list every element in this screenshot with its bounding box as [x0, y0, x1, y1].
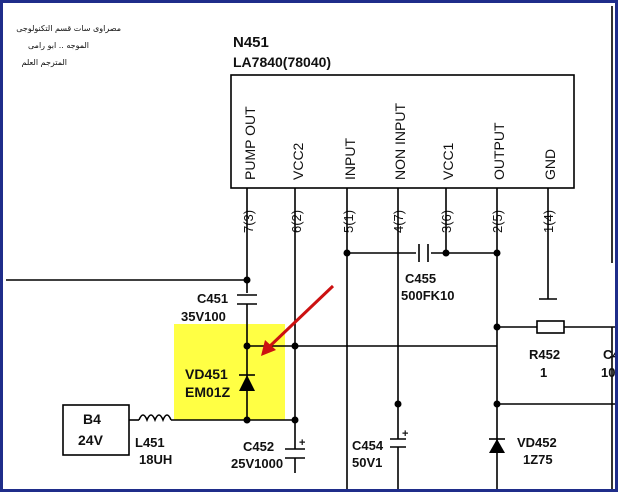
b4-value: 24V: [78, 432, 104, 448]
pin-name-vcc1: VCC1: [440, 142, 456, 180]
wires: [6, 6, 615, 489]
c-partial-ref: C4: [603, 347, 615, 362]
b4-ref: B4: [83, 411, 101, 427]
note-line-2: الموجه .. ابو رامى: [28, 41, 89, 50]
note-line-1: مصراوى سات قسم التكنولوجى: [16, 24, 121, 33]
pin-name-output: OUTPUT: [491, 122, 507, 180]
c-partial-value: 10: [601, 365, 615, 380]
red-arrow-icon: [261, 284, 335, 356]
c452-ref: C452: [243, 439, 274, 454]
l451-value: 18UH: [139, 452, 172, 467]
c452-value: 25V1000: [231, 456, 283, 471]
c454-ref: C454: [352, 438, 384, 453]
ic-part: LA7840(78040): [233, 54, 331, 70]
pin-name-non-input: NON INPUT: [392, 103, 408, 180]
pin-name-vcc2: VCC2: [290, 142, 306, 180]
c451-ref: C451: [197, 291, 228, 306]
schematic-diagram: مصراوى سات قسم التكنولوجى الموجه .. ابو …: [6, 6, 615, 489]
highlight-box: [174, 324, 285, 420]
pin-name-pump-out: PUMP OUT: [242, 106, 258, 180]
ic-body: [230, 74, 575, 189]
l451-ref: L451: [135, 435, 165, 450]
pin-num-6: 6(2): [289, 210, 304, 233]
c454-plus-icon: +: [402, 428, 408, 440]
ic-ref: N451: [233, 34, 269, 51]
pin-name-input: INPUT: [342, 138, 358, 180]
pin-num-5: 5(1): [341, 210, 356, 233]
pin-name-gnd: GND: [542, 149, 558, 180]
c451-value: 35V100: [181, 309, 226, 324]
note-line-3: المترجم العلم: [22, 58, 67, 67]
vd451-ref: VD451: [185, 366, 228, 382]
vd451-diode-symbol: [239, 374, 255, 391]
pin-num-7: 7(3): [241, 210, 256, 233]
c455-ref: C455: [405, 271, 436, 286]
r452-value: 1: [540, 365, 547, 380]
junction-dots: [243, 249, 501, 424]
c452-plus-icon: +: [299, 437, 305, 449]
c454-value: 50V1: [352, 455, 382, 470]
vd452-ref: VD452: [517, 435, 557, 450]
vd451-value: EM01Z: [185, 384, 231, 400]
r452-ref: R452: [529, 347, 560, 362]
vd452-value: 1Z75: [523, 452, 553, 467]
c455-value: 500FK10: [401, 288, 454, 303]
